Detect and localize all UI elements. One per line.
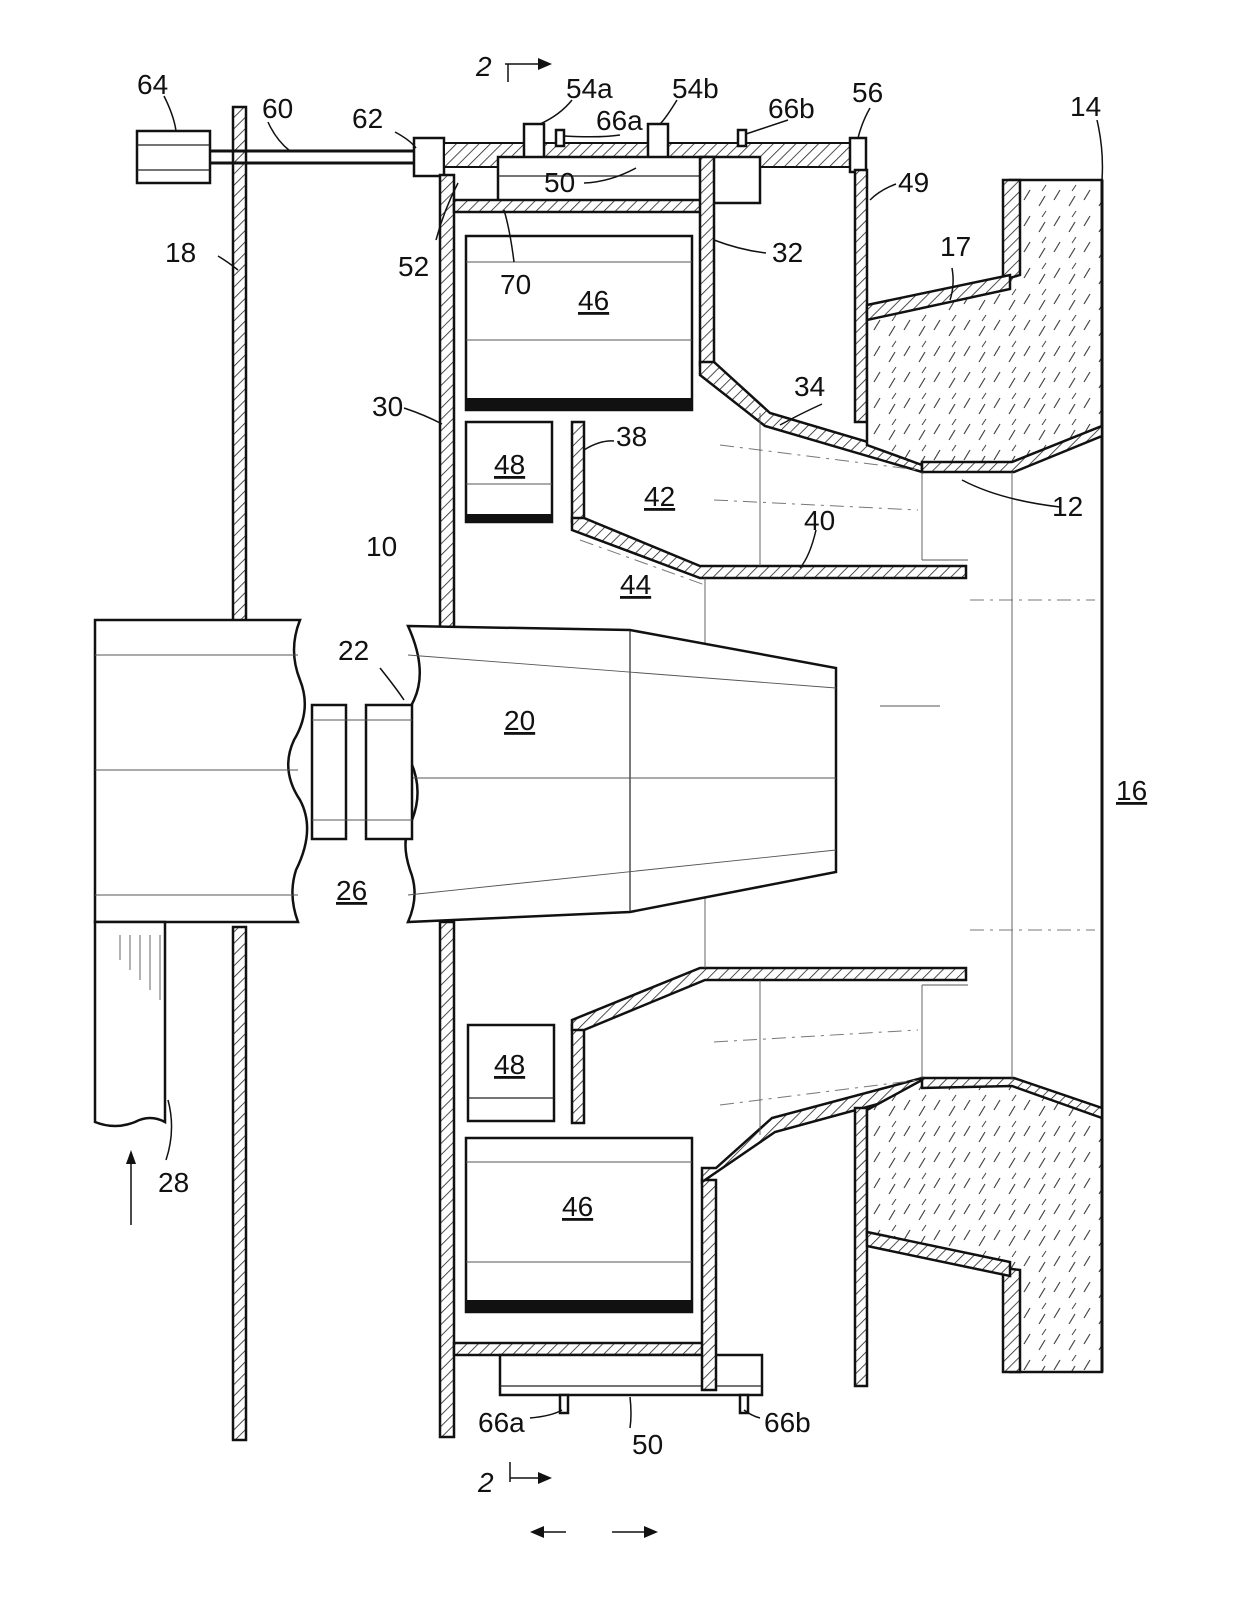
label-48-top: 48 [494,449,525,480]
label-10: 10 [366,531,397,562]
inlet-duct-28 [95,922,165,1225]
label-section-top: 2 [475,51,492,82]
motion-arrows [530,1526,658,1538]
label-46-bottom: 46 [562,1191,593,1222]
label-60: 60 [262,93,293,124]
label-62: 62 [352,103,383,134]
register-46-top [466,236,692,410]
label-50-bottom: 50 [632,1429,663,1460]
label-50-top: 50 [544,167,575,198]
label-52: 52 [398,251,429,282]
label-66a-bottom: 66a [478,1407,525,1438]
label-20: 20 [504,705,535,736]
wall-49 [855,170,867,1386]
label-64: 64 [137,69,168,100]
label-16: 16 [1116,775,1147,806]
label-section-bottom: 2 [477,1467,494,1498]
label-12: 12 [1052,491,1083,522]
label-17: 17 [940,231,971,262]
throat-12 [922,426,1102,1118]
register-46-bottom [466,1138,692,1312]
refractory-17-top [867,180,1102,465]
refractory-17-bottom [867,1080,1102,1372]
label-22: 22 [338,635,369,666]
label-46-top: 46 [578,285,609,316]
label-38: 38 [616,421,647,452]
label-32: 32 [772,237,803,268]
label-49: 49 [898,167,929,198]
label-18: 18 [165,237,196,268]
label-48-bottom: 48 [494,1049,525,1080]
label-54b: 54b [672,73,719,104]
label-56: 56 [852,77,883,108]
actuator-64 [137,131,210,183]
label-34: 34 [794,371,825,402]
label-14: 14 [1070,91,1101,122]
nozzle-20 [405,626,836,922]
label-44: 44 [620,569,651,600]
label-42: 42 [644,481,675,512]
label-30: 30 [372,391,403,422]
label-40: 40 [804,505,835,536]
label-54a: 54a [566,73,613,104]
coupling-62 [414,138,444,176]
section-arrow-bottom [510,1462,552,1484]
label-28: 28 [158,1167,189,1198]
label-26: 26 [336,875,367,906]
label-66b-top: 66b [768,93,815,124]
label-70: 70 [500,269,531,300]
label-66b-bottom: 66b [764,1407,811,1438]
label-66a-top: 66a [596,105,643,136]
section-arrow-top [505,58,552,82]
